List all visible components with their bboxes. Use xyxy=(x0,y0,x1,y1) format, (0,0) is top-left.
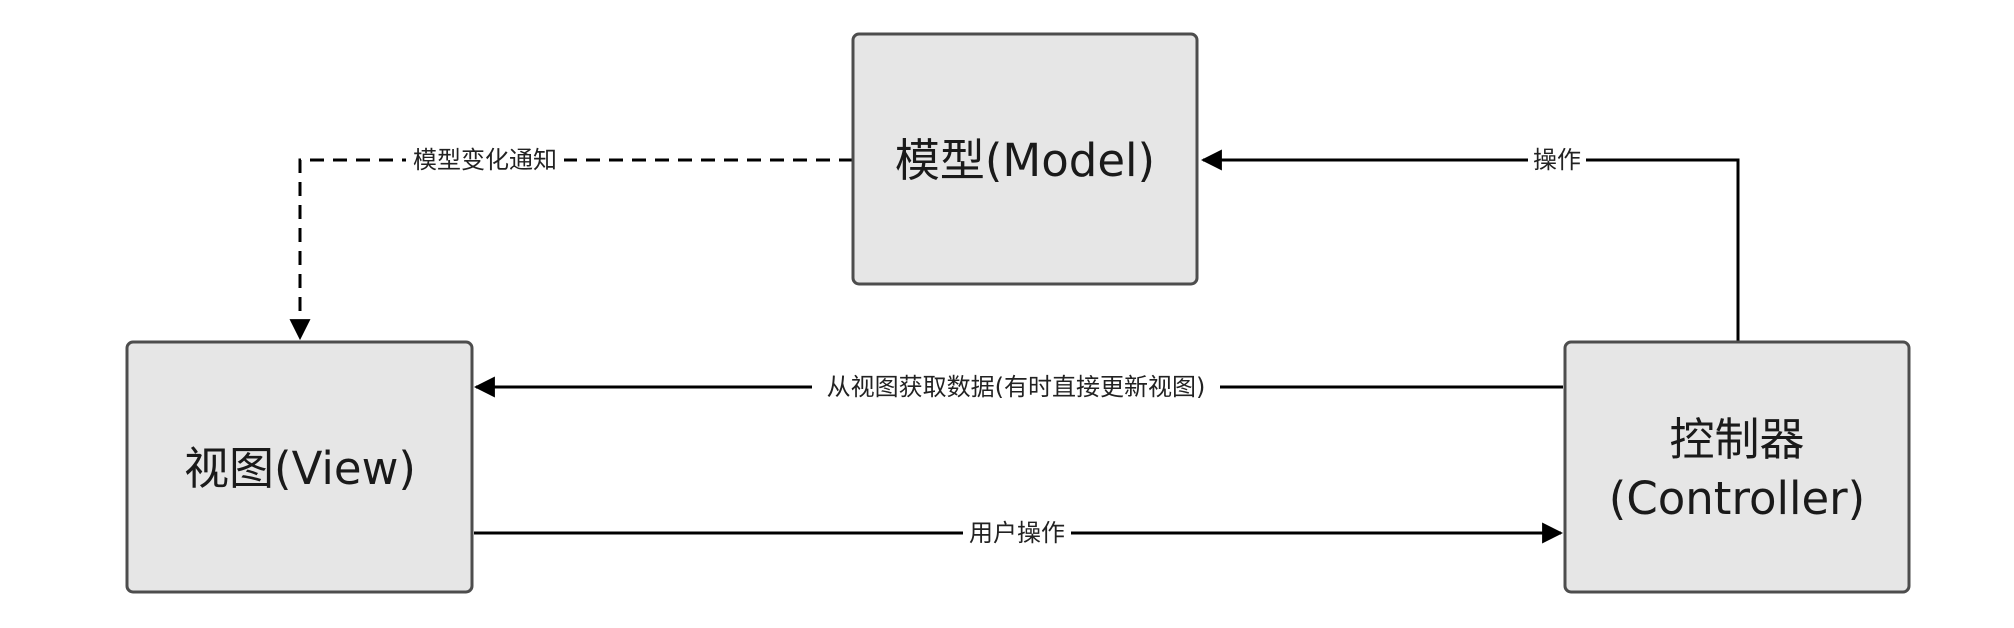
node-box xyxy=(1563,340,1911,594)
edge-label-background xyxy=(812,371,1220,403)
edge-label-background xyxy=(963,517,1071,549)
node-label-controller-line2: (Controller) xyxy=(1609,472,1865,525)
edge-view-to-controller: 用户操作 xyxy=(474,517,1564,549)
node-box xyxy=(125,340,474,594)
edge-label-background xyxy=(1528,144,1586,176)
node-view: 视图(View) xyxy=(125,340,474,594)
edge-label-background xyxy=(406,144,564,176)
edge-label-model-change-notification: 模型变化通知 xyxy=(413,146,557,174)
edge-label-user-operation: 用户操作 xyxy=(969,519,1065,547)
edge-controller-to-model: 操作 xyxy=(1200,144,1740,342)
node-box xyxy=(851,32,1199,286)
edge-line xyxy=(1200,149,1740,342)
edge-controller-to-view: 从视图获取数据(有时直接更新视图) xyxy=(473,371,1563,403)
node-label-model: 模型(Model) xyxy=(895,134,1155,187)
edge-label-operation: 操作 xyxy=(1533,146,1581,174)
node-controller: 控制器 (Controller) xyxy=(1563,340,1911,594)
edge-model-to-view: 模型变化通知 xyxy=(289,144,853,341)
edge-line xyxy=(289,158,853,341)
node-model: 模型(Model) xyxy=(851,32,1199,286)
edge-label-get-data-from-view: 从视图获取数据(有时直接更新视图) xyxy=(827,373,1206,401)
node-label-view: 视图(View) xyxy=(184,442,416,495)
node-label-controller-line1: 控制器 xyxy=(1669,413,1804,466)
